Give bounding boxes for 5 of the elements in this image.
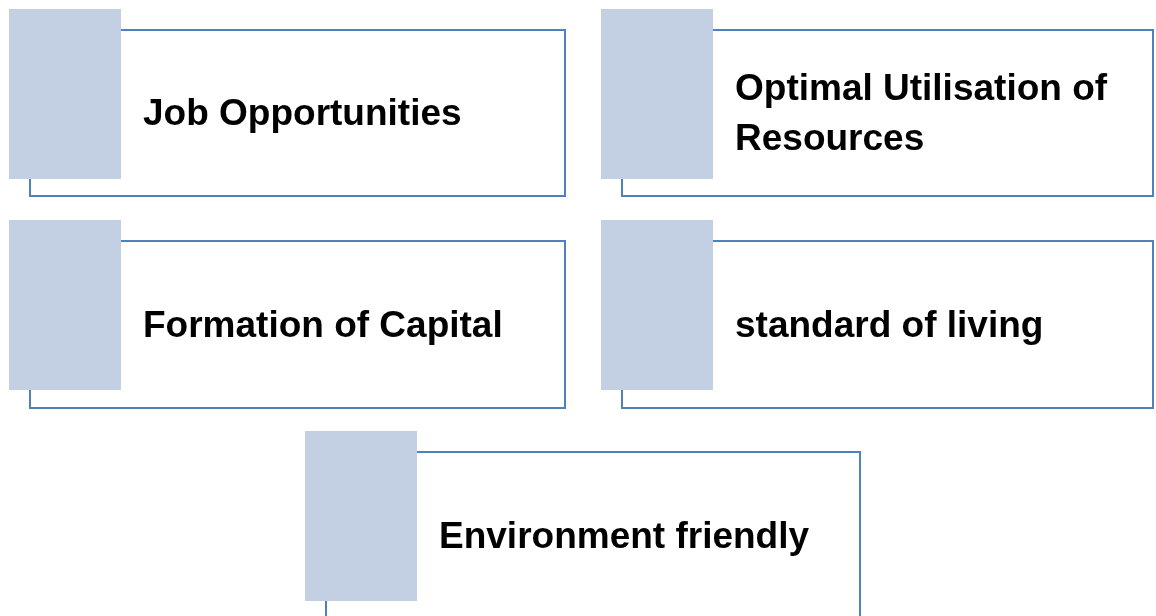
card-title: Job Opportunities	[143, 91, 462, 135]
card-title: Environment friendly	[439, 514, 810, 558]
card-title: Formation of Capital	[143, 302, 503, 347]
card-title: standard of living	[735, 302, 1044, 347]
card-title: Optimal Utilisation of Resources	[735, 66, 1109, 160]
